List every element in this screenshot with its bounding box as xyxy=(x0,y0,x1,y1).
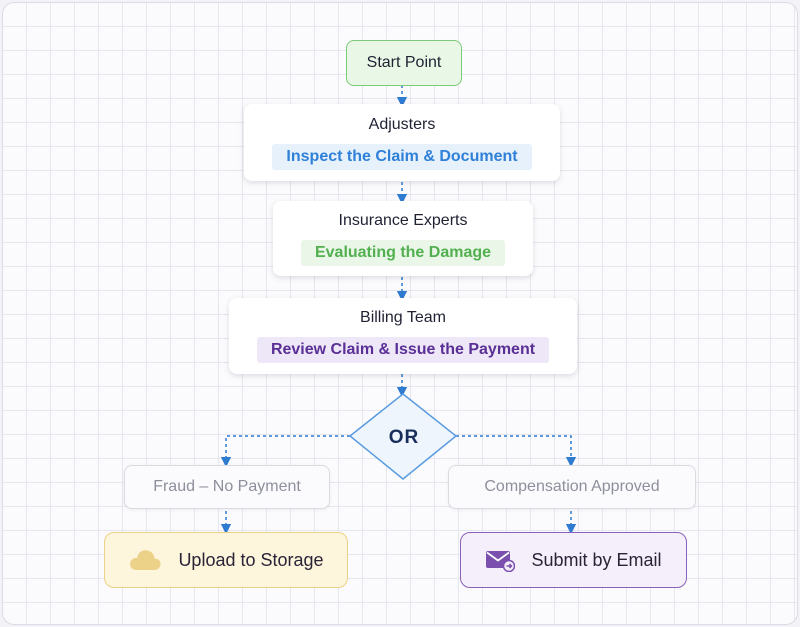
decision-label: OR xyxy=(388,427,420,448)
email-icon xyxy=(485,548,516,572)
action-label-email: Submit by Email xyxy=(531,549,662,570)
step-title-insurance-experts: Insurance Experts xyxy=(338,211,468,229)
step-title-billing-team: Billing Team xyxy=(360,309,446,326)
step-adjusters[interactable]: Adjusters Inspect the Claim & Document xyxy=(244,104,560,181)
outcome-label-approved: Compensation Approved xyxy=(484,478,660,495)
connector-decision-to-approved xyxy=(456,435,577,468)
decision-diamond xyxy=(348,393,458,480)
action-upload-to-storage[interactable]: Upload to Storage xyxy=(104,532,348,588)
connector-decision-to-fraud xyxy=(220,435,350,468)
outcome-label-fraud: Fraud – No Payment xyxy=(153,478,301,495)
task-badge-inspect-claim: Inspect the Claim & Document xyxy=(272,143,532,170)
task-badge-evaluating-damage: Evaluating the Damage xyxy=(300,239,506,266)
action-submit-by-email[interactable]: Submit by Email xyxy=(460,532,687,588)
task-badge-review-claim: Review Claim & Issue the Payment xyxy=(256,337,550,363)
outcome-fraud-no-payment[interactable]: Fraud – No Payment xyxy=(124,465,330,509)
step-billing-team[interactable]: Billing Team Review Claim & Issue the Pa… xyxy=(229,298,577,374)
start-label: Start Point xyxy=(366,54,442,71)
start-node[interactable]: Start Point xyxy=(346,40,462,86)
step-title-adjusters: Adjusters xyxy=(368,115,436,133)
outcome-compensation-approved[interactable]: Compensation Approved xyxy=(448,465,696,509)
step-insurance-experts[interactable]: Insurance Experts Evaluating the Damage xyxy=(273,201,533,276)
action-label-upload: Upload to Storage xyxy=(178,549,324,570)
connector-layer xyxy=(220,85,577,535)
cloud-icon xyxy=(128,548,162,572)
